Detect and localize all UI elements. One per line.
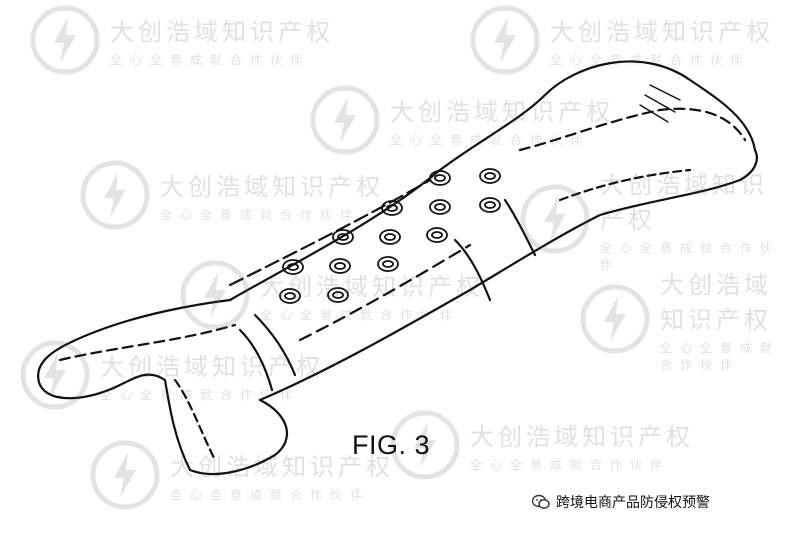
left-lower-contour: [173, 378, 217, 462]
right-inner-contour: [518, 107, 747, 152]
channel-badge: 跨境电商产品防侵权预警: [528, 490, 716, 514]
wechat-icon: [531, 494, 550, 510]
body-edge: [298, 243, 472, 342]
left-end-outline: [37, 298, 289, 476]
left-band: [253, 313, 297, 377]
channel-name: 跨境电商产品防侵权预警: [556, 495, 710, 511]
body-edge-2: [228, 178, 432, 287]
right-band-2: [503, 198, 537, 257]
handle-outline-bottom: [258, 148, 758, 402]
right-band: [453, 238, 492, 302]
right-hatch: [639, 84, 681, 123]
right-lower-contour: [558, 168, 692, 202]
grip-bumps: [279, 168, 501, 304]
figure-label: FIG. 3: [352, 430, 431, 460]
handle-outline-top: [228, 60, 757, 302]
left-inner-contour: [58, 323, 237, 362]
left-band-2: [238, 328, 274, 392]
